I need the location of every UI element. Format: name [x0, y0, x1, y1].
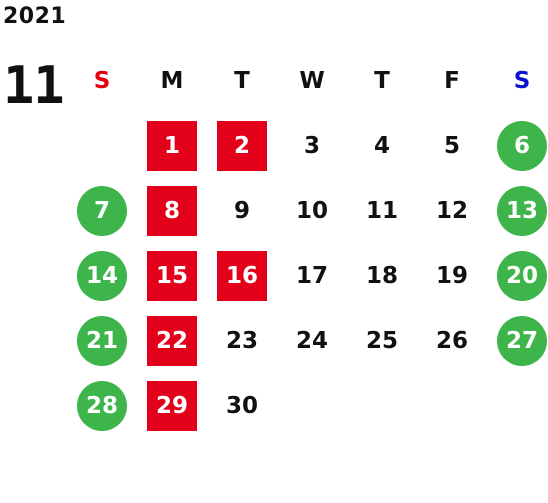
weekday-header-sunday: S: [93, 67, 111, 94]
day-number: 9: [233, 197, 250, 224]
day-number: 30: [225, 392, 258, 419]
day-number-red: 29: [147, 380, 197, 431]
day-cell: 24: [277, 308, 347, 373]
weekday-header-weekday: W: [299, 67, 325, 94]
day-number: 12: [435, 197, 468, 224]
day-cell: 22: [137, 308, 207, 373]
day-number-green: 7: [77, 185, 127, 236]
weekday-header-saturday: S: [513, 67, 531, 94]
day-number: 11: [365, 197, 398, 224]
day-cell: 29: [137, 373, 207, 438]
day-cell: 19: [417, 243, 487, 308]
day-number: 19: [435, 262, 468, 289]
empty-cell: [417, 373, 487, 438]
day-cell: 13: [487, 178, 548, 243]
weekday-header-weekday: T: [374, 67, 390, 94]
day-cell: 11: [347, 178, 417, 243]
day-cell: 26: [417, 308, 487, 373]
empty-cell: [67, 113, 137, 178]
day-cell: 3: [277, 113, 347, 178]
day-number-green: 27: [497, 315, 547, 366]
day-number: 4: [373, 132, 390, 159]
day-number: 24: [295, 327, 328, 354]
day-cell: 15: [137, 243, 207, 308]
year-label: 2021: [3, 4, 67, 29]
day-number-red: 1: [147, 120, 197, 171]
day-number: 5: [443, 132, 460, 159]
day-cell: 14: [67, 243, 137, 308]
empty-cell: [347, 373, 417, 438]
day-number-red: 16: [217, 250, 267, 301]
day-number-red: 22: [147, 315, 197, 366]
day-number-red: 2: [217, 120, 267, 171]
day-number-green: 20: [497, 250, 547, 301]
day-number: 26: [435, 327, 468, 354]
day-cell: 7: [67, 178, 137, 243]
day-cell: 16: [207, 243, 277, 308]
day-number-red: 8: [147, 185, 197, 236]
day-number-green: 14: [77, 250, 127, 301]
day-cell: 28: [67, 373, 137, 438]
empty-cell: [277, 373, 347, 438]
day-cell: 25: [347, 308, 417, 373]
day-cell: 21: [67, 308, 137, 373]
day-cell: 9: [207, 178, 277, 243]
day-cell: 27: [487, 308, 548, 373]
day-number-green: 21: [77, 315, 127, 366]
day-number-red: 15: [147, 250, 197, 301]
day-cell: 10: [277, 178, 347, 243]
weekday-header-weekday: M: [160, 67, 184, 94]
day-cell: 6: [487, 113, 548, 178]
empty-cell: [487, 373, 548, 438]
month-label: 11: [3, 56, 65, 116]
day-number: 3: [303, 132, 320, 159]
day-cell: 18: [347, 243, 417, 308]
day-cell: 20: [487, 243, 548, 308]
day-number: 18: [365, 262, 398, 289]
day-number-green: 6: [497, 120, 547, 171]
day-number: 25: [365, 327, 398, 354]
day-cell: 1: [137, 113, 207, 178]
weekday-header-weekday: F: [444, 67, 460, 94]
day-number: 10: [295, 197, 328, 224]
day-cell: 17: [277, 243, 347, 308]
day-cell: 4: [347, 113, 417, 178]
weekday-header-weekday: T: [234, 67, 250, 94]
day-number: 17: [295, 262, 328, 289]
day-number-green: 28: [77, 380, 127, 431]
day-cell: 30: [207, 373, 277, 438]
day-cell: 5: [417, 113, 487, 178]
day-number: 23: [225, 327, 258, 354]
day-cell: 2: [207, 113, 277, 178]
day-cell: 23: [207, 308, 277, 373]
day-cell: 12: [417, 178, 487, 243]
day-number-green: 13: [497, 185, 547, 236]
day-cell: 8: [137, 178, 207, 243]
